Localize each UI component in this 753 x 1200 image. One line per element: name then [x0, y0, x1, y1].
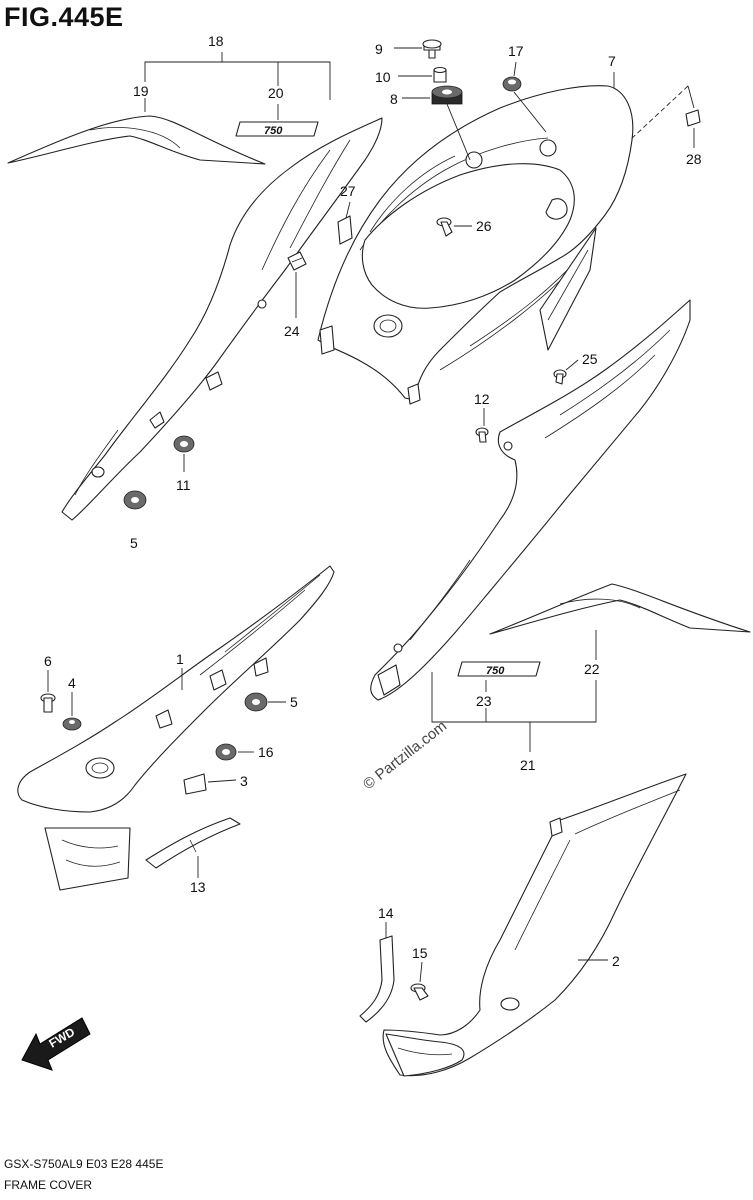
part-5-damper-lower[interactable]: [244, 692, 268, 712]
callout-21: 21: [520, 757, 536, 773]
part-13-bracket[interactable]: [145, 817, 241, 869]
part-10-collar[interactable]: [433, 66, 447, 83]
part-22-stripe-decal[interactable]: [489, 583, 751, 635]
part-7-seat-tail-cover[interactable]: [317, 85, 634, 405]
callout-5-lower: 5: [290, 694, 298, 710]
callout-3: 3: [240, 773, 248, 789]
emblem-text-lower: 750: [486, 665, 505, 677]
part-23-750-emblem[interactable]: 750: [457, 661, 541, 677]
part-14-bracket[interactable]: [359, 935, 395, 1023]
part-25-screw[interactable]: [553, 369, 567, 385]
callout-14: 14: [378, 905, 394, 921]
callout-28: 28: [686, 151, 702, 167]
part-15-screw[interactable]: [410, 983, 429, 1001]
part-19-stripe-decal[interactable]: [7, 115, 266, 165]
callout-20: 20: [268, 85, 284, 101]
part-28-nut[interactable]: [685, 109, 701, 127]
part-27-spacer[interactable]: [337, 215, 353, 245]
callout-15: 15: [412, 945, 428, 961]
section-name: FRAME COVER: [4, 1178, 93, 1192]
callout-17: 17: [508, 43, 524, 59]
callout-22: 22: [584, 661, 600, 677]
figure-title: FIG.445E: [4, 2, 124, 32]
callout-13: 13: [190, 879, 206, 895]
part-11-grommet[interactable]: [173, 435, 195, 453]
callout-7: 7: [608, 53, 616, 69]
emblem-text-upper: 750: [264, 125, 283, 137]
part-3-pad[interactable]: [183, 773, 207, 795]
part-26-screw[interactable]: [436, 217, 453, 237]
part-12-screw[interactable]: [475, 427, 489, 443]
callout-18: 18: [208, 33, 224, 49]
part-16-grommet[interactable]: [215, 743, 237, 761]
callout-6: 6: [44, 653, 52, 669]
model-code: GSX-S750AL9 E03 E28 445E: [4, 1157, 164, 1171]
part-9-screw[interactable]: [422, 39, 442, 59]
callout-16: 16: [258, 744, 274, 760]
part-18-left-tail-cover[interactable]: [61, 117, 383, 521]
callout-5-upper: 5: [130, 535, 138, 551]
part-2-right-frame-cover[interactable]: [382, 773, 687, 1077]
fwd-direction-arrow: FWD: [21, 1017, 91, 1071]
part-1-left-frame-cover[interactable]: [17, 565, 335, 891]
callout-8: 8: [390, 91, 398, 107]
callout-4: 4: [68, 675, 76, 691]
callout-9: 9: [375, 41, 383, 57]
callout-19: 19: [133, 83, 149, 99]
part-24-clip[interactable]: [287, 251, 307, 271]
callout-26: 26: [476, 218, 492, 234]
part-20-750-emblem[interactable]: 750: [235, 121, 319, 137]
part-5-damper-upper[interactable]: [123, 490, 147, 510]
callout-10: 10: [375, 69, 391, 85]
callout-25: 25: [582, 351, 598, 367]
callout-12: 12: [474, 391, 490, 407]
watermark: © Partzilla.com: [360, 718, 450, 794]
callout-27: 27: [340, 183, 356, 199]
part-8-cushion[interactable]: [431, 85, 463, 105]
callout-1: 1: [176, 651, 184, 667]
part-6-screw[interactable]: [40, 693, 56, 713]
callout-24: 24: [284, 323, 300, 339]
callout-2: 2: [612, 953, 620, 969]
part-21-right-tail-cover[interactable]: [370, 227, 691, 701]
part-17-grommet[interactable]: [502, 76, 522, 92]
part-4-collar[interactable]: [62, 717, 82, 731]
callout-11: 11: [176, 477, 191, 493]
callout-23: 23: [476, 693, 492, 709]
